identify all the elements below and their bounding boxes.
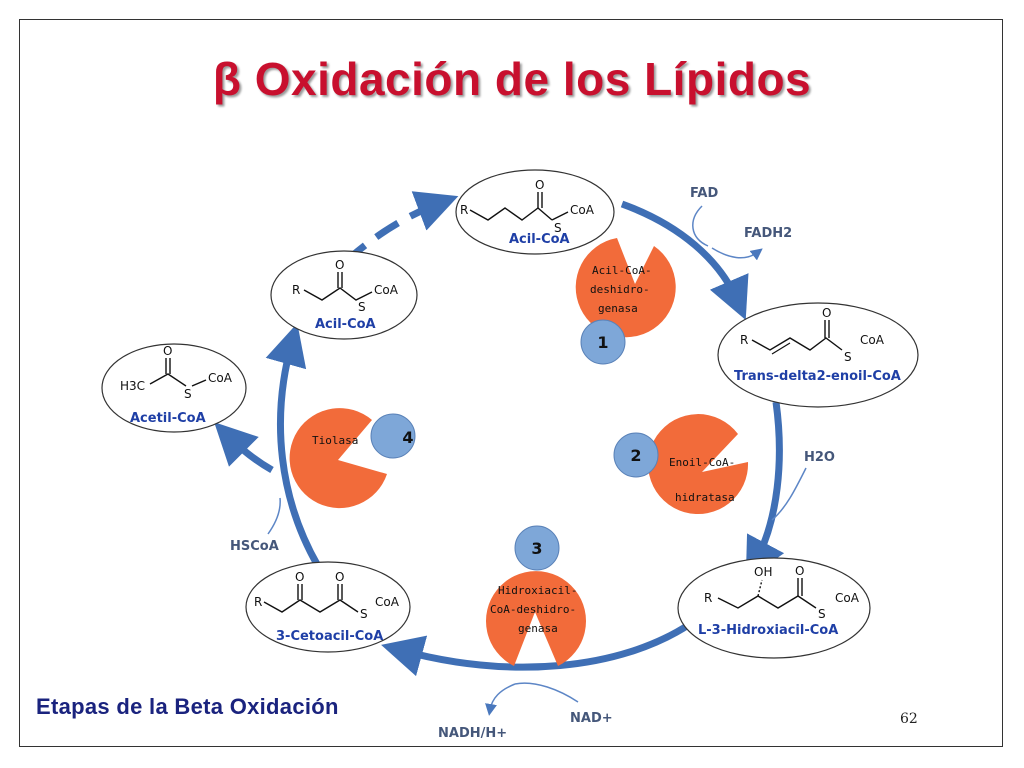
- compound-acetil-coa: H3C O S CoA Acetil-CoA: [101, 343, 247, 433]
- svg-text:2: 2: [630, 446, 641, 465]
- arrow-h2o: [771, 467, 807, 521]
- svg-text:CoA: CoA: [835, 591, 860, 605]
- enzyme-3-badge: 3: [514, 525, 560, 571]
- svg-text:genasa: genasa: [598, 302, 638, 315]
- label-hidroxiacil: L-3-Hidroxiacil-CoA: [698, 623, 838, 638]
- svg-text:Hidroxiacil-: Hidroxiacil-: [498, 584, 577, 597]
- enzyme-2-badge: 2: [613, 432, 659, 478]
- arrow-enoil-to-hidroxiacil: [745, 401, 785, 581]
- page-number: 62: [900, 711, 918, 727]
- svg-text:O: O: [335, 570, 344, 584]
- svg-text:CoA: CoA: [374, 283, 399, 297]
- svg-text:genasa: genasa: [518, 622, 558, 635]
- label-acil-coa-left: Acil-CoA: [315, 317, 376, 332]
- svg-text:deshidro-: deshidro-: [590, 283, 650, 296]
- svg-text:CoA: CoA: [375, 595, 400, 609]
- svg-text:R: R: [704, 591, 712, 605]
- arrow-nadh: [485, 683, 516, 716]
- svg-text:R: R: [740, 333, 748, 347]
- enzyme-4-tiolasa: 4 Tiolasa: [289, 408, 416, 509]
- svg-text:1: 1: [597, 333, 608, 352]
- svg-text:CoA: CoA: [860, 333, 885, 347]
- svg-text:Acil-CoA-: Acil-CoA-: [592, 264, 652, 277]
- svg-text:3: 3: [531, 539, 542, 558]
- label-cetoacil: 3-Cetoacil-CoA: [276, 629, 383, 644]
- arrow-to-acetil: [214, 422, 274, 474]
- label-acetil-coa: Acetil-CoA: [130, 411, 206, 426]
- svg-text:S: S: [184, 387, 192, 401]
- svg-text:R: R: [460, 203, 468, 217]
- svg-text:O: O: [295, 570, 304, 584]
- arrow-cetoacil-to-acil: [265, 323, 322, 568]
- enzyme-4-badge-number: 4: [402, 428, 413, 447]
- arrow-hscoa: [267, 497, 281, 535]
- svg-text:hidratasa: hidratasa: [675, 491, 735, 504]
- cofactor-nad: NAD+: [570, 711, 613, 726]
- compound-cetoacil-coa: R O O S CoA 3-Cetoacil-CoA: [245, 561, 411, 653]
- label-acil-coa-top: Acil-CoA: [509, 232, 570, 247]
- cofactor-hscoa: HSCoA: [230, 539, 279, 554]
- svg-text:CoA-deshidro-: CoA-deshidro-: [490, 603, 576, 616]
- enzyme-3-hidroxiacil-coa-deshidrogenasa: Hidroxiacil- CoA-deshidro- genasa: [485, 571, 586, 666]
- svg-text:S: S: [358, 300, 366, 314]
- arrow-hidroxiacil-to-cetoacil: [381, 621, 692, 677]
- compound-acil-coa-top: R O S CoA Acil-CoA: [455, 169, 615, 255]
- cofactor-nadh: NADH/H+: [438, 726, 507, 741]
- svg-text:S: S: [360, 607, 368, 621]
- enzyme-1-badge: 1: [580, 319, 626, 365]
- svg-text:H3C: H3C: [120, 379, 145, 393]
- svg-text:O: O: [795, 564, 804, 578]
- compound-hidroxiacil-coa: R OH O S CoA L-3-Hidroxiacil-CoA: [677, 557, 871, 659]
- svg-text:OH: OH: [754, 565, 772, 579]
- label-trans-enoil: Trans-delta2-enoil-CoA: [734, 369, 901, 384]
- svg-text:O: O: [335, 258, 344, 272]
- cofactor-fadh2: FADH2: [744, 226, 792, 241]
- slide-title: β Oxidación de los Lípidos: [212, 53, 812, 105]
- svg-text:S: S: [554, 221, 562, 235]
- svg-text:Enoil-CoA-: Enoil-CoA-: [669, 456, 735, 469]
- svg-text:CoA: CoA: [570, 203, 595, 217]
- arrow-fad: [692, 205, 709, 247]
- svg-text:O: O: [535, 178, 544, 192]
- svg-text:S: S: [844, 350, 852, 364]
- cofactor-fad: FAD: [690, 186, 718, 201]
- svg-text:R: R: [254, 595, 262, 609]
- svg-text:CoA: CoA: [208, 371, 233, 385]
- enzyme-1-acil-coa-deshidrogenasa: Acil-CoA- deshidro- genasa: [575, 238, 676, 338]
- compound-acil-coa-left: R O S CoA Acil-CoA: [270, 250, 418, 340]
- svg-text:R: R: [292, 283, 300, 297]
- slide-frame: [19, 19, 1003, 747]
- enzyme-2-enoil-coa-hidratasa: Enoil-CoA- hidratasa: [648, 414, 749, 515]
- slide-subtitle: Etapas de la Beta Oxidación: [36, 694, 339, 719]
- svg-text:Tiolasa: Tiolasa: [312, 434, 358, 447]
- svg-text:O: O: [163, 344, 172, 358]
- compound-trans-enoil-coa: R O S CoA Trans-delta2-enoil-CoA: [717, 302, 919, 408]
- svg-text:O: O: [822, 306, 831, 320]
- arrow-acil-to-enoil: [620, 200, 749, 321]
- arrow-nad: [514, 682, 579, 703]
- svg-text:S: S: [818, 607, 826, 621]
- arrow-fadh2: [711, 247, 763, 261]
- cofactor-h2o: H2O: [804, 450, 835, 465]
